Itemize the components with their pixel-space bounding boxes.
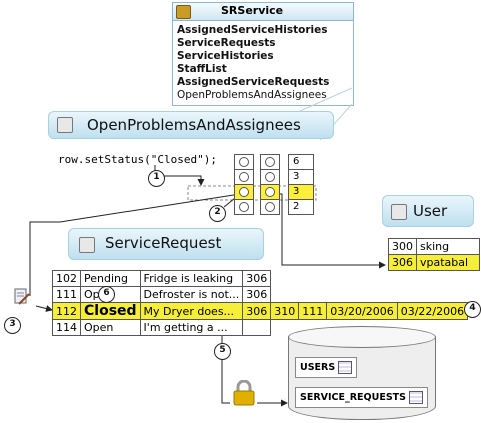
table-cell: 306 [242, 302, 272, 320]
rowset-cell [234, 154, 254, 170]
open-problems-view-object: OpenProblemsAndAssignees [48, 111, 334, 139]
view-instance-item: AssignedServiceRequests [177, 76, 330, 88]
edit-row-icon [14, 288, 30, 306]
table-cell: 102 [52, 270, 81, 287]
view-instance-item: AssignedServiceHistories [177, 24, 328, 36]
rowset-cell [260, 199, 280, 215]
callout-5: 5 [214, 343, 231, 360]
service-request-label: ServiceRequest [105, 234, 222, 252]
srservice-header: SRService [173, 3, 353, 21]
table-cell: 111 [52, 286, 81, 303]
table-cell: 03/22/2006 [396, 302, 469, 320]
table-cell: I'm getting a ... [139, 319, 244, 336]
view-instance-item: ServiceHistories [177, 50, 274, 62]
rowset-key: 2 [288, 199, 314, 215]
service-request-entity-object: ServiceRequest [68, 228, 264, 260]
table-cell: Fridge is leaking [139, 270, 244, 287]
row-radio[interactable] [239, 187, 249, 197]
view-instance-item: StaffList [177, 63, 227, 75]
row-radio[interactable] [265, 187, 275, 197]
callout-4: 4 [464, 301, 481, 318]
entity-object-icon [79, 237, 95, 253]
user-entity-object: User [382, 195, 474, 227]
table-row: 102 Pending Fridge is leaking 306 [52, 270, 468, 287]
table-cell: My Dryer does... [139, 302, 244, 320]
rowset-cell [260, 169, 280, 185]
table-cell: Open [80, 319, 141, 336]
table-cell: 310 [270, 302, 300, 320]
row-radio[interactable] [239, 172, 249, 182]
application-module-icon [176, 5, 191, 19]
users-table-label: USERS [300, 362, 336, 373]
table-cell: 306 [388, 254, 417, 271]
rowset-cell [260, 154, 280, 170]
table-cell [242, 319, 272, 336]
table-cell: sking [416, 238, 480, 255]
service-requests-db-table: SERVICE_REQUESTS [295, 387, 428, 408]
view-instance-item: OpenProblemsAndAssignees [177, 89, 327, 101]
table-row-selected: 306 vpatabal [388, 254, 480, 271]
table-cell: 306 [242, 286, 272, 303]
table-cell: Pending [80, 270, 141, 287]
rowset-cell [234, 169, 254, 185]
callout-1: 1 [148, 170, 165, 187]
rowset-key: 6 [288, 154, 314, 170]
srservice-title: SRService [221, 4, 284, 17]
row-radio[interactable] [265, 157, 275, 167]
table-cell: 112 [52, 302, 81, 320]
callout-6: 6 [98, 286, 115, 303]
status-cell-closed: Closed [80, 302, 141, 320]
callout-3: 3 [4, 317, 21, 334]
callout-2: 2 [209, 205, 226, 222]
srservice-panel: SRService AssignedServiceHistories Servi… [172, 2, 354, 106]
table-cell: 306 [242, 270, 272, 287]
table-cell: Defroster is not... [139, 286, 244, 303]
service-requests-table-label: SERVICE_REQUESTS [300, 392, 406, 403]
row-radio[interactable] [239, 157, 249, 167]
users-db-table: USERS [295, 357, 358, 378]
set-status-code: row.setStatus("Closed"); [58, 153, 217, 166]
user-label: User [413, 202, 448, 220]
open-problems-label: OpenProblemsAndAssignees [87, 116, 301, 134]
table-row-selected: 112 Closed My Dryer does... 306 310 111 … [52, 302, 469, 320]
row-radio[interactable] [239, 202, 249, 212]
table-icon [409, 391, 423, 404]
row-radio[interactable] [265, 172, 275, 182]
user-table: 300 sking 306 vpatabal [388, 238, 480, 271]
entity-object-icon [391, 204, 407, 220]
table-row: 114 Open I'm getting a ... [52, 319, 468, 336]
table-icon [338, 361, 353, 374]
rowset-cell [234, 199, 254, 215]
view-object-icon [57, 117, 73, 133]
table-cell: 03/20/2006 [326, 302, 398, 320]
rowset-key: 3 [288, 169, 314, 185]
rowset-key-current: 3 [288, 184, 314, 200]
table-row: 300 sking [388, 238, 480, 255]
rowset-cell-current [260, 184, 280, 200]
lock-icon [232, 379, 256, 406]
database-top [288, 326, 436, 348]
table-cell: 114 [52, 319, 81, 336]
service-request-table: 102 Pending Fridge is leaking 306 111 Op… [52, 270, 469, 336]
view-instance-item: ServiceRequests [177, 37, 276, 49]
srservice-view-list: AssignedServiceHistories ServiceRequests… [173, 21, 353, 102]
rowset-cell-current [234, 184, 254, 200]
row-radio[interactable] [265, 202, 275, 212]
table-cell: 300 [388, 238, 417, 255]
table-cell: 111 [298, 302, 328, 320]
table-cell: vpatabal [416, 254, 480, 271]
